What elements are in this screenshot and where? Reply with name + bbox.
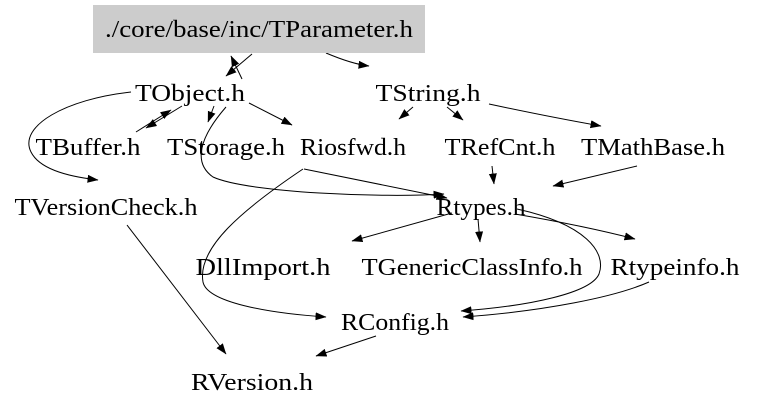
node-tobject[interactable]: TObject.h	[135, 81, 245, 107]
node-rtypeinfo[interactable]: Rtypeinfo.h	[611, 255, 740, 281]
edge-tstring-riosfwd	[398, 106, 414, 120]
edge-tmathbase-rtypes	[552, 165, 638, 188]
edge-rtypeinfo-rconfig	[462, 281, 650, 321]
edge-tobject-tstorage	[207, 105, 216, 123]
node-rversion[interactable]: RVersion.h	[191, 370, 313, 396]
edge-tobject-rtypes	[200, 106, 445, 199]
edge-rtypes-rtypeinfo	[514, 213, 636, 241]
edge-tobject-tbuffer	[145, 105, 183, 129]
node-tgenericclassinfo[interactable]: TGenericClassInfo.h	[362, 255, 583, 281]
node-trefcnt[interactable]: TRefCnt.h	[445, 135, 556, 161]
edge-trefcnt-rtypes	[488, 165, 497, 185]
edge-tparameter-tobject	[225, 53, 253, 77]
node-tstorage[interactable]: TStorage.h	[167, 135, 285, 161]
edge-riosfwd-rconfig	[202, 168, 327, 321]
edge-rconfig-rversion	[315, 335, 377, 357]
node-tparameter: ./core/base/inc/TParameter.h	[105, 17, 413, 43]
node-tbuffer[interactable]: TBuffer.h	[36, 135, 141, 161]
node-tstring[interactable]: TString.h	[376, 81, 481, 107]
edge-rtypes-dllimport	[351, 212, 453, 243]
edge-tversioncheck-rversion	[126, 224, 227, 355]
node-tversioncheck[interactable]: TVersionCheck.h	[15, 195, 198, 221]
edge-rtypes-rconfig	[460, 208, 601, 315]
edge-tbuffer-tobject	[135, 109, 172, 133]
edge-tobject-riosfwd	[248, 102, 293, 126]
node-rconfig[interactable]: RConfig.h	[341, 310, 449, 336]
node-tmathbase[interactable]: TMathBase.h	[581, 135, 725, 161]
node-dllimport[interactable]: DllImport.h	[196, 255, 331, 281]
edge-layer	[28, 52, 650, 357]
edge-tobject-tversioncheck	[28, 91, 132, 183]
edge-tparameter-tstring	[325, 52, 370, 69]
root-node-box	[93, 5, 425, 53]
edge-riosfwd-rtypes	[303, 168, 448, 200]
edge-rtypes-tgenericclassinfo	[475, 218, 484, 243]
node-rtypes[interactable]: Rtypes.h	[437, 195, 526, 221]
edge-tstring-trefcnt	[446, 106, 464, 121]
node-riosfwd[interactable]: Riosfwd.h	[300, 135, 406, 161]
edge-tstring-tmathbase	[488, 103, 602, 129]
